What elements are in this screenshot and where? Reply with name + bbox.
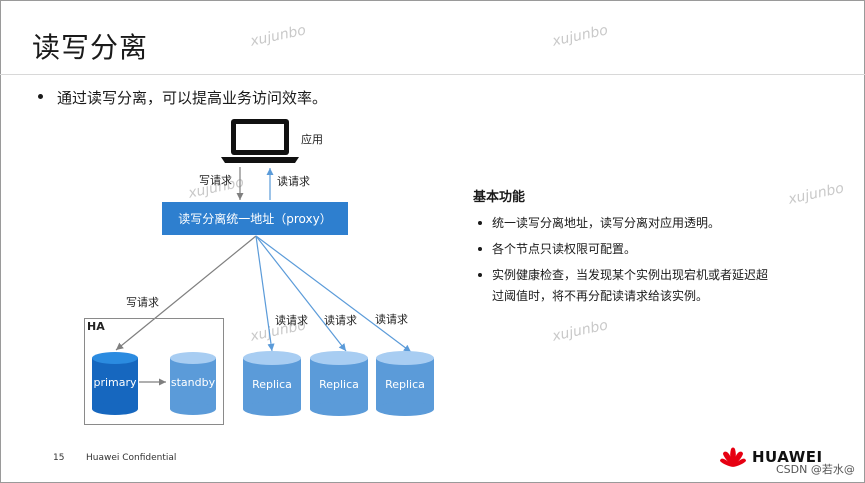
proxy-box: 读写分离统一地址（proxy） — [162, 202, 348, 235]
feature-text: 各个节点只读权限可配置。 — [492, 242, 637, 256]
bullet-dot — [478, 273, 482, 277]
write-to-primary-label: 写请求 — [126, 296, 159, 309]
standby-label: standby — [170, 376, 216, 389]
slide-title: 读写分离 — [32, 31, 149, 64]
replica-database: Replica — [243, 351, 301, 416]
ha-group — [84, 318, 224, 425]
feature-text: 统一读写分离地址，读写分离对应用透明。 — [492, 216, 721, 230]
features-title: 基本功能 — [473, 190, 526, 205]
read-arrow-replica-1 — [255, 235, 275, 352]
main-bullet-text: 通过读写分离，可以提高业务访问效率。 — [57, 89, 328, 107]
replica-label: Replica — [319, 378, 359, 391]
write-to-primary-arrow — [115, 235, 257, 351]
replica-label: Replica — [385, 378, 425, 391]
standby-database: standby — [170, 352, 216, 415]
confidential-label: Huawei Confidential — [86, 453, 177, 463]
read-arrow-replica-2 — [255, 235, 347, 352]
read-arrow-replica-3 — [255, 235, 412, 353]
read-request-label: 读请求 — [277, 175, 310, 188]
bullet-dot — [478, 221, 482, 225]
proxy-label: 读写分离统一地址（proxy） — [178, 212, 332, 226]
read-label-replica-2: 读请求 — [324, 314, 357, 327]
laptop-icon — [221, 119, 299, 163]
feature-item: 实例健康检查，当发现某个实例出现宕机或者延迟超过阈值时，将不再分配读请求给该实例… — [478, 265, 778, 307]
csdn-credit: CSDN @若水@ — [776, 463, 855, 476]
page-number: 15 — [53, 453, 65, 463]
replica-database: Replica — [376, 351, 434, 416]
ha-label: HA — [87, 320, 105, 333]
primary-database: primary — [92, 352, 138, 415]
bullet-dot — [38, 94, 43, 99]
replica-label: Replica — [252, 378, 292, 391]
bullet-dot — [478, 247, 482, 251]
app-label: 应用 — [301, 133, 323, 146]
huawei-brand: HUAWEI — [752, 448, 823, 466]
feature-text: 实例健康检查，当发现某个实例出现宕机或者延迟超过阈值时，将不再分配读请求给该实例… — [492, 268, 769, 303]
read-label-replica-1: 读请求 — [275, 314, 308, 327]
primary-label: primary — [93, 376, 137, 389]
write-request-label: 写请求 — [199, 174, 232, 187]
huawei-flower-icon — [720, 447, 746, 467]
feature-item: 各个节点只读权限可配置。 — [478, 239, 778, 260]
title-divider — [0, 74, 865, 75]
feature-item: 统一读写分离地址，读写分离对应用透明。 — [478, 213, 778, 234]
main-bullet: 通过读写分离，可以提高业务访问效率。 — [38, 87, 327, 108]
replica-database: Replica — [310, 351, 368, 416]
huawei-logo: HUAWEI — [720, 446, 823, 468]
read-label-replica-3: 读请求 — [375, 313, 408, 326]
